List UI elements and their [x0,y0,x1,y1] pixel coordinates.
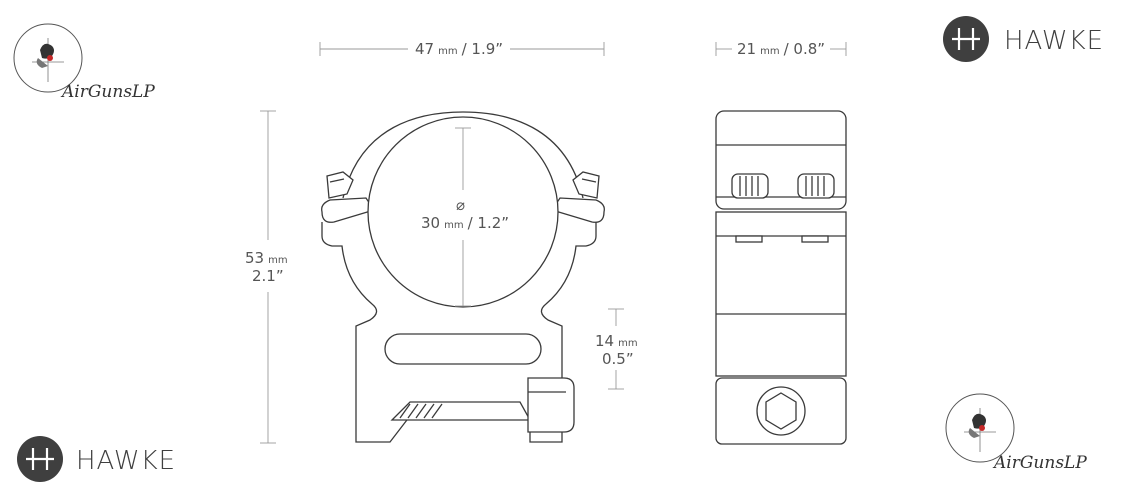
height-imperial: 2.1” [252,267,284,285]
screw-knurl [739,176,825,196]
hawke-wordmark: HAWKE [76,446,176,476]
base-slot [384,333,542,365]
depth-dimension: 21 mm / 0.8” [715,40,847,58]
side-tab-right [801,235,829,243]
ring-side-view [715,110,847,445]
center-height-value: 14 [595,332,614,350]
depth-value: 21 [737,40,756,58]
side-screw-right [797,173,835,199]
squirrel-icon [36,43,54,68]
center-height-unit: mm [618,338,637,349]
watermark-bottom-right: AirGunsLP [945,393,1087,473]
clamp-nut [527,377,575,433]
watermark-text: AirGunsLP [60,82,155,102]
depth-imperial: / 0.8” [784,40,825,58]
split-ledge-right [550,197,605,223]
hawke-logo-bottom: HAWKE [17,436,176,482]
hex-bolt [756,386,806,436]
height-value: 53 [245,249,264,267]
diameter-imperial: / 1.2” [468,214,509,232]
center-height-imperial: 0.5” [602,350,634,368]
width-dimension: 47 mm / 1.9” [319,40,605,58]
squirrel-icon [968,413,986,438]
diameter-unit: mm [444,220,463,231]
hawke-logo-top: HAWKE [943,16,1104,62]
height-dimension: 53 mm 2.1” [245,110,288,444]
side-screw-left [731,173,769,199]
depth-unit: mm [760,46,779,57]
clamp-thread [399,403,443,419]
center-height-dimension: 14 mm 0.5” [595,308,638,390]
ring-bore [367,116,559,308]
watermark-text: AirGunsLP [992,453,1087,473]
diameter-value: 30 [421,214,440,232]
ring-front-view: ⌀ 30 mm / 1.2” [321,111,605,443]
watermark-top-left: AirGunsLP [13,23,155,102]
width-unit: mm [438,46,457,57]
side-tab-left [735,235,763,243]
cap-screw-right [572,171,600,199]
hawke-wordmark: HAWKE [1004,26,1104,56]
hex-socket-icon [765,392,797,430]
width-imperial: / 1.9” [462,40,503,58]
cap-screw-left [326,171,354,199]
diameter-symbol: ⌀ [456,196,465,214]
height-unit: mm [268,255,287,266]
width-value: 47 [415,40,434,58]
split-ledge-left [321,197,376,223]
